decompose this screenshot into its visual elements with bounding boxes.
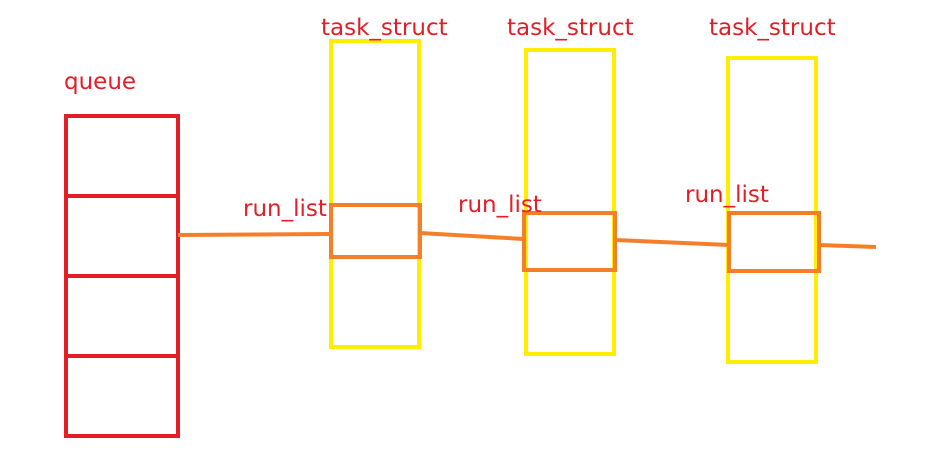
queue-slot-2 [64, 194, 180, 278]
run-list-box-2 [522, 211, 617, 272]
queue-slot-3 [64, 274, 180, 358]
link-task-3-next [818, 243, 877, 249]
run-list-label-1: run_list [243, 196, 327, 222]
link-queue-to-task-1 [177, 232, 332, 237]
run-list-box-1 [329, 203, 422, 259]
run-list-box-3 [727, 211, 821, 273]
task-struct-box-2 [524, 48, 616, 356]
task-struct-label-2: task_struct [507, 15, 634, 41]
task-struct-box-3 [726, 56, 818, 364]
queue-label: queue [64, 69, 137, 95]
link-task-2-to-task-3 [614, 238, 730, 247]
task-struct-box-1 [329, 39, 421, 349]
queue-slot-1 [64, 114, 180, 198]
run-list-label-3: run_list [685, 182, 769, 208]
task-struct-label-1: task_struct [321, 15, 448, 41]
queue-slot-4 [64, 354, 180, 438]
task-struct-label-3: task_struct [709, 15, 836, 41]
link-task-1-to-task-2 [419, 231, 525, 241]
run-list-label-2: run_list [458, 192, 542, 218]
